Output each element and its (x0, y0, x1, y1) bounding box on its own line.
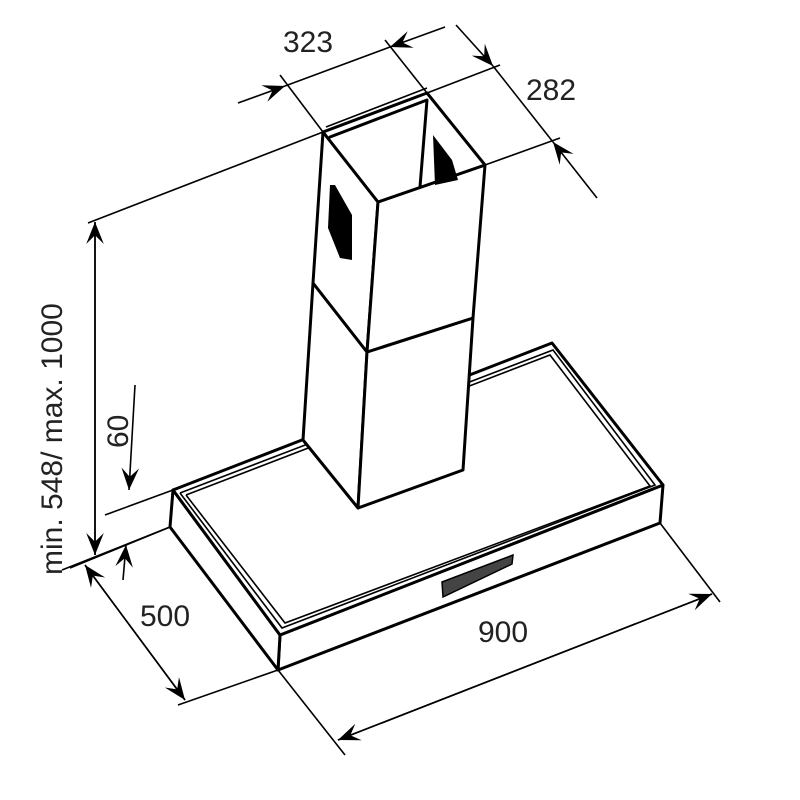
chimney-inner-back (328, 98, 429, 189)
label-total-height: min. 548/ max. 1000 (36, 303, 69, 575)
dimension-hood-height: 60 (102, 384, 174, 581)
label-hood-depth: 500 (140, 600, 190, 633)
dimension-hood-depth: 500 (69, 526, 279, 706)
vent-slots-icon (433, 135, 458, 185)
label-hood-width: 900 (478, 616, 528, 649)
dimension-total-height: min. 548/ max. 1000 (36, 131, 324, 575)
dimension-chimney-width: 323 (237, 26, 446, 133)
label-hood-height: 60 (102, 415, 135, 448)
chimney (301, 87, 487, 510)
label-chimney-depth: 282 (526, 74, 576, 107)
chimney-rim-line (325, 87, 428, 128)
dimension-chimney-depth: 282 (426, 24, 598, 199)
label-chimney-width: 323 (283, 26, 333, 59)
control-panel (441, 553, 514, 599)
vent-slots-icon (328, 185, 352, 260)
dimension-hood-width: 900 (277, 522, 721, 756)
